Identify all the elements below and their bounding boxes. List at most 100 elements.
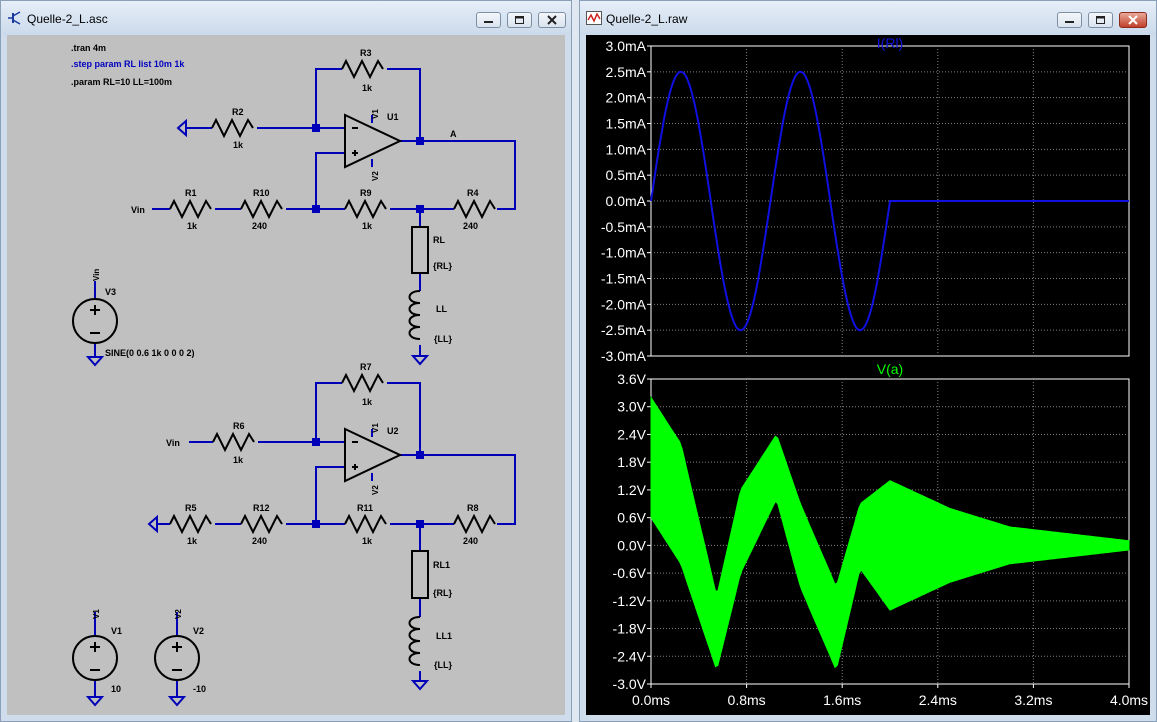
r1-value: 1k xyxy=(187,221,198,231)
x-tick-label: 0.8ms xyxy=(728,692,766,708)
waveform-title: Quelle-2_L.raw xyxy=(606,12,688,26)
y-tick-labels: 3.6V3.0V2.4V1.8V1.2V0.6V0.0V-0.6V-1.2V-1… xyxy=(613,371,651,692)
r3-symbol xyxy=(341,58,384,80)
directive-param[interactable]: .param RL=10 LL=100m xyxy=(71,77,172,87)
x-tick-label: 4.0ms xyxy=(1110,692,1148,708)
y-tick-label: 2.0mA xyxy=(606,90,647,106)
series-line xyxy=(650,70,1129,332)
minimize-button[interactable] xyxy=(1057,12,1082,28)
r5-name: R5 xyxy=(185,503,197,513)
schematic-canvas[interactable]: .tran 4m .step param RL list 10m 1k .par… xyxy=(7,35,565,715)
v-a-trace xyxy=(650,395,1130,669)
r1-symbol xyxy=(169,198,212,220)
r6-symbol xyxy=(212,431,255,453)
r11-value: 1k xyxy=(362,536,373,546)
waveform-title-bar[interactable]: Quelle-2_L.raw xyxy=(580,1,1156,35)
u2-opamp xyxy=(344,427,403,483)
v3-name: V3 xyxy=(105,287,116,297)
ground-symbol xyxy=(85,696,105,707)
r3-value: 1k xyxy=(362,83,373,93)
ground-symbol xyxy=(167,696,187,707)
waveform-plot[interactable]: 3.0mA2.5mA2.0mA1.5mA1.0mA0.5mA0.0mA-0.5m… xyxy=(586,35,1152,717)
minimize-icon xyxy=(1065,21,1074,23)
y-tick-label: -1.2V xyxy=(613,593,647,609)
minimize-button[interactable] xyxy=(476,12,501,28)
ground-symbol xyxy=(410,680,430,691)
x-tick-label: 0.0ms xyxy=(632,692,670,708)
current-plot-pane[interactable]: 3.0mA2.5mA2.0mA1.5mA1.0mA0.5mA0.0mA-0.5m… xyxy=(601,35,1130,364)
r8-symbol xyxy=(453,513,496,535)
r1-name: R1 xyxy=(185,188,197,198)
ll1-inductor xyxy=(408,616,421,666)
v1-name: V1 xyxy=(111,626,122,636)
ground-symbol xyxy=(176,118,187,138)
ground-symbol xyxy=(85,356,105,367)
y-tick-label: 3.0V xyxy=(617,399,646,415)
y-tick-label: -1.5mA xyxy=(601,271,647,287)
y-tick-label: -2.4V xyxy=(613,648,647,664)
y-tick-label: 0.6V xyxy=(617,510,646,526)
close-button[interactable] xyxy=(538,12,566,28)
v2-net-label: V2 xyxy=(174,609,183,619)
directive-tran[interactable]: .tran 4m xyxy=(71,43,106,53)
close-button[interactable] xyxy=(1119,12,1147,28)
y-tick-label: 1.8V xyxy=(617,454,646,470)
voltage-plot-pane[interactable]: 3.6V3.0V2.4V1.8V1.2V0.6V0.0V-0.6V-1.2V-1… xyxy=(613,361,1149,708)
r8-name: R8 xyxy=(467,503,479,513)
r4-symbol xyxy=(453,198,496,220)
u1-name: U1 xyxy=(387,112,399,122)
schematic-title: Quelle-2_L.asc xyxy=(27,12,108,26)
ll-value: {LL} xyxy=(434,334,452,344)
ll-inductor xyxy=(408,290,421,340)
schematic-title-bar[interactable]: Quelle-2_L.asc xyxy=(1,1,571,35)
transistor-icon xyxy=(8,11,21,25)
ll-name: LL xyxy=(436,304,447,314)
r10-value: 240 xyxy=(252,221,267,231)
current-trace-title[interactable]: I(Rl) xyxy=(877,35,903,51)
v1-value: 10 xyxy=(111,684,121,694)
y-tick-label: -1.0mA xyxy=(601,245,647,261)
voltage-trace-title[interactable]: V(a) xyxy=(877,361,903,377)
rl1-name: RL1 xyxy=(433,560,450,570)
v3-source xyxy=(72,298,118,344)
v1-net-label: V1 xyxy=(92,609,101,619)
r2-name: R2 xyxy=(232,107,244,117)
maximize-button[interactable] xyxy=(507,12,532,28)
v2-name: V2 xyxy=(193,626,204,636)
schematic-drawing[interactable]: .tran 4m .step param RL list 10m 1k .par… xyxy=(7,35,565,715)
maximize-button[interactable] xyxy=(1088,12,1113,28)
u2-name: U2 xyxy=(387,426,399,436)
u1-v1-pin: V1 xyxy=(371,109,380,119)
y-tick-label: 1.0mA xyxy=(606,141,647,157)
r12-symbol xyxy=(240,513,283,535)
r9-name: R9 xyxy=(360,188,372,198)
r2-symbol xyxy=(211,117,254,139)
directive-step[interactable]: .step param RL list 10m 1k xyxy=(71,59,185,69)
r7-name: R7 xyxy=(360,362,372,372)
v1-source xyxy=(72,635,118,681)
v2-value: -10 xyxy=(193,684,206,694)
r5-symbol xyxy=(169,513,212,535)
u1-v2-pin: V2 xyxy=(371,171,380,181)
r7-value: 1k xyxy=(362,397,373,407)
grid xyxy=(651,46,1129,356)
r4-name: R4 xyxy=(467,188,479,198)
x-tick-label: 1.6ms xyxy=(823,692,861,708)
y-tick-label: 0.5mA xyxy=(606,167,647,183)
v3-net-label: Vin xyxy=(92,269,101,281)
r5-value: 1k xyxy=(187,536,198,546)
series-band xyxy=(650,395,1130,669)
y-tick-label: 1.5mA xyxy=(606,116,647,132)
close-icon xyxy=(547,15,557,25)
ll1-name: LL1 xyxy=(436,631,452,641)
u1-opamp xyxy=(344,113,403,169)
r6-name: R6 xyxy=(233,421,245,431)
r11-name: R11 xyxy=(357,503,373,513)
y-tick-label: 1.2V xyxy=(617,482,646,498)
vin-net-label-2: Vin xyxy=(166,438,180,448)
y-tick-label: 3.0mA xyxy=(606,38,647,54)
x-tick-label: 2.4ms xyxy=(919,692,957,708)
rl-name: RL xyxy=(433,235,445,245)
